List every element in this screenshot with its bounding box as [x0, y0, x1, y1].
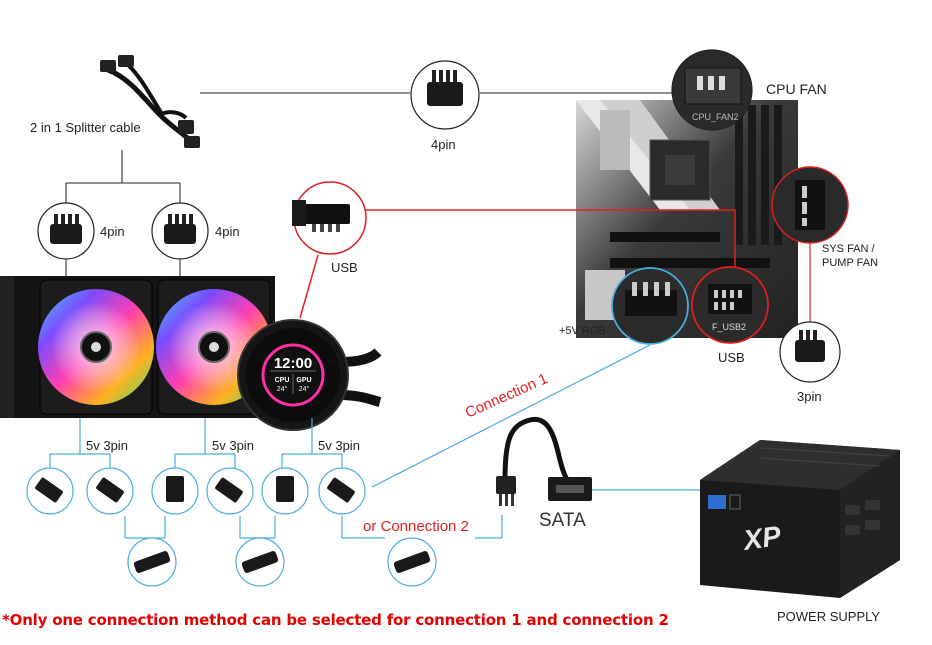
fan2-4pin-label: 4pin — [215, 224, 240, 239]
argb2-label: 5v 3pin — [212, 438, 254, 453]
sys-fan-header-closeup — [771, 166, 849, 244]
splitter-label: 2 in 1 Splitter cable — [30, 120, 141, 135]
argb-joiner-1 — [127, 537, 177, 587]
cpu-fan-4pin-connector — [410, 60, 480, 130]
usb-red-wire — [364, 209, 736, 268]
argb-connector-2 — [86, 467, 134, 515]
argb1-label: 5v 3pin — [86, 438, 128, 453]
argb3-label: 5v 3pin — [318, 438, 360, 453]
pump-tube-bottom — [339, 390, 382, 407]
cpu-fan2-header-text: CPU_FAN2 — [692, 112, 739, 122]
power-supply — [700, 440, 900, 598]
argb-wiring — [49, 344, 700, 539]
sys-fan-3pin-label: 3pin — [797, 389, 822, 404]
rgb-5v-label: +5V RGB — [559, 325, 606, 337]
usb-cable-connector — [292, 181, 367, 255]
pump-time: 12:00 — [274, 355, 312, 372]
connection-warning: *Only one connection method can be selec… — [2, 611, 669, 629]
sata-adapter-cable — [496, 416, 592, 506]
argb-joiner-3 — [387, 537, 437, 587]
argb-connector-5 — [261, 467, 309, 515]
connection-1-label: Connection 1 — [463, 370, 551, 421]
argb-connector-1 — [26, 467, 74, 515]
fan1-4pin-label: 4pin — [100, 224, 125, 239]
pump-fan-label: PUMP FAN — [822, 257, 878, 269]
pump-cpu-temp: 24° — [277, 385, 288, 393]
f-usb2-header-text: F_USB2 — [712, 322, 746, 332]
pump-gpu-label: GPU — [296, 377, 311, 384]
usb-wire-to-pump — [299, 254, 319, 319]
usb-header-label: USB — [718, 350, 745, 365]
argb-joiner-2 — [235, 537, 285, 587]
argb-connector-4 — [206, 467, 254, 515]
power-supply-label: POWER SUPPLY — [777, 609, 880, 624]
rgb-fan-left — [38, 289, 154, 405]
sata-label: SATA — [539, 510, 586, 531]
splitter-tree-lines — [65, 150, 181, 276]
splitter-cable — [100, 55, 200, 148]
pump-cpu-label: CPU — [275, 377, 290, 384]
cpu-fan-header-closeup: CPU_FAN2 — [671, 49, 753, 131]
rgb-header-closeup — [611, 267, 689, 345]
fan1-4pin-connector — [37, 202, 95, 260]
psu-brand-mark: XP — [740, 520, 784, 556]
fan2-4pin-connector — [151, 202, 209, 260]
argb-connector-6 — [318, 467, 366, 515]
cpu-fan-label: CPU FAN — [766, 81, 827, 97]
pump-head — [237, 319, 349, 431]
cpu-fan-4pin-label: 4pin — [431, 137, 456, 152]
sys-fan-3pin-connector — [779, 321, 841, 383]
usb-cable-label: USB — [331, 260, 358, 275]
usb-header-closeup: F_USB2 — [691, 266, 769, 344]
pump-gpu-temp: 24° — [299, 385, 310, 393]
argb-connector-3 — [151, 467, 199, 515]
sys-fan-label: SYS FAN / — [822, 243, 876, 255]
connection-2-label: or Connection 2 — [363, 518, 469, 535]
